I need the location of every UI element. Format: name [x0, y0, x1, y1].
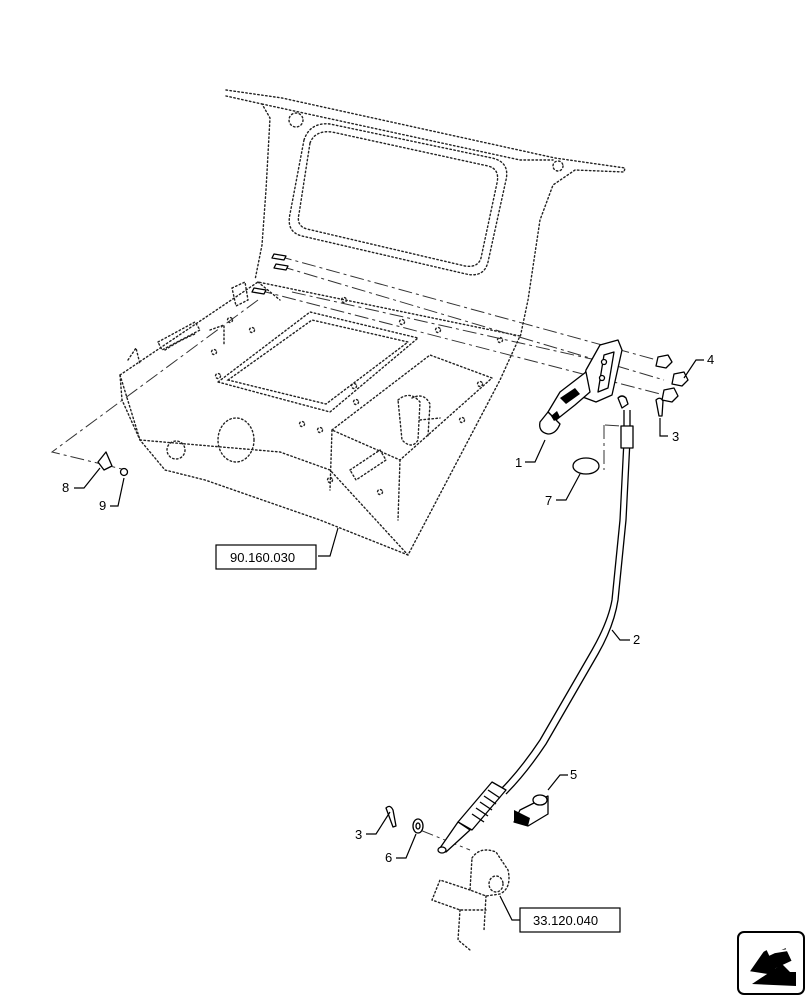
callout-1: 1 — [515, 455, 522, 470]
callout-8: 8 — [62, 480, 69, 495]
hand-brake-lever — [539, 339, 623, 435]
brake-pedal — [431, 849, 510, 951]
reference-pedal[interactable]: 33.120.040 — [519, 907, 621, 933]
callout-7: 7 — [545, 493, 552, 508]
cotter-pin-lower — [385, 805, 397, 828]
cab-structure — [119, 89, 626, 556]
callout-5: 5 — [570, 767, 577, 782]
mounting-bolts — [251, 253, 289, 295]
callout-3-lower: 3 — [355, 827, 362, 842]
callout-4: 4 — [707, 352, 714, 367]
washer — [412, 818, 424, 834]
callout-2: 2 — [633, 632, 640, 647]
brake-cable — [437, 395, 634, 854]
callout-leaders — [74, 359, 704, 921]
nuts — [655, 354, 689, 403]
callout-6: 6 — [385, 850, 392, 865]
callout-9: 9 — [99, 498, 106, 513]
cable-clamp — [513, 794, 549, 827]
arrow-navigation-icon[interactable] — [737, 931, 805, 995]
clip-and-screw — [97, 451, 129, 477]
reference-cab[interactable]: 90.160.030 — [215, 544, 317, 570]
cotter-pin-top — [655, 397, 664, 417]
reference-pedal-label: 33.120.040 — [533, 913, 598, 928]
knob-cap — [572, 457, 600, 475]
reference-cab-label: 90.160.030 — [230, 550, 295, 565]
callout-3-top: 3 — [672, 429, 679, 444]
